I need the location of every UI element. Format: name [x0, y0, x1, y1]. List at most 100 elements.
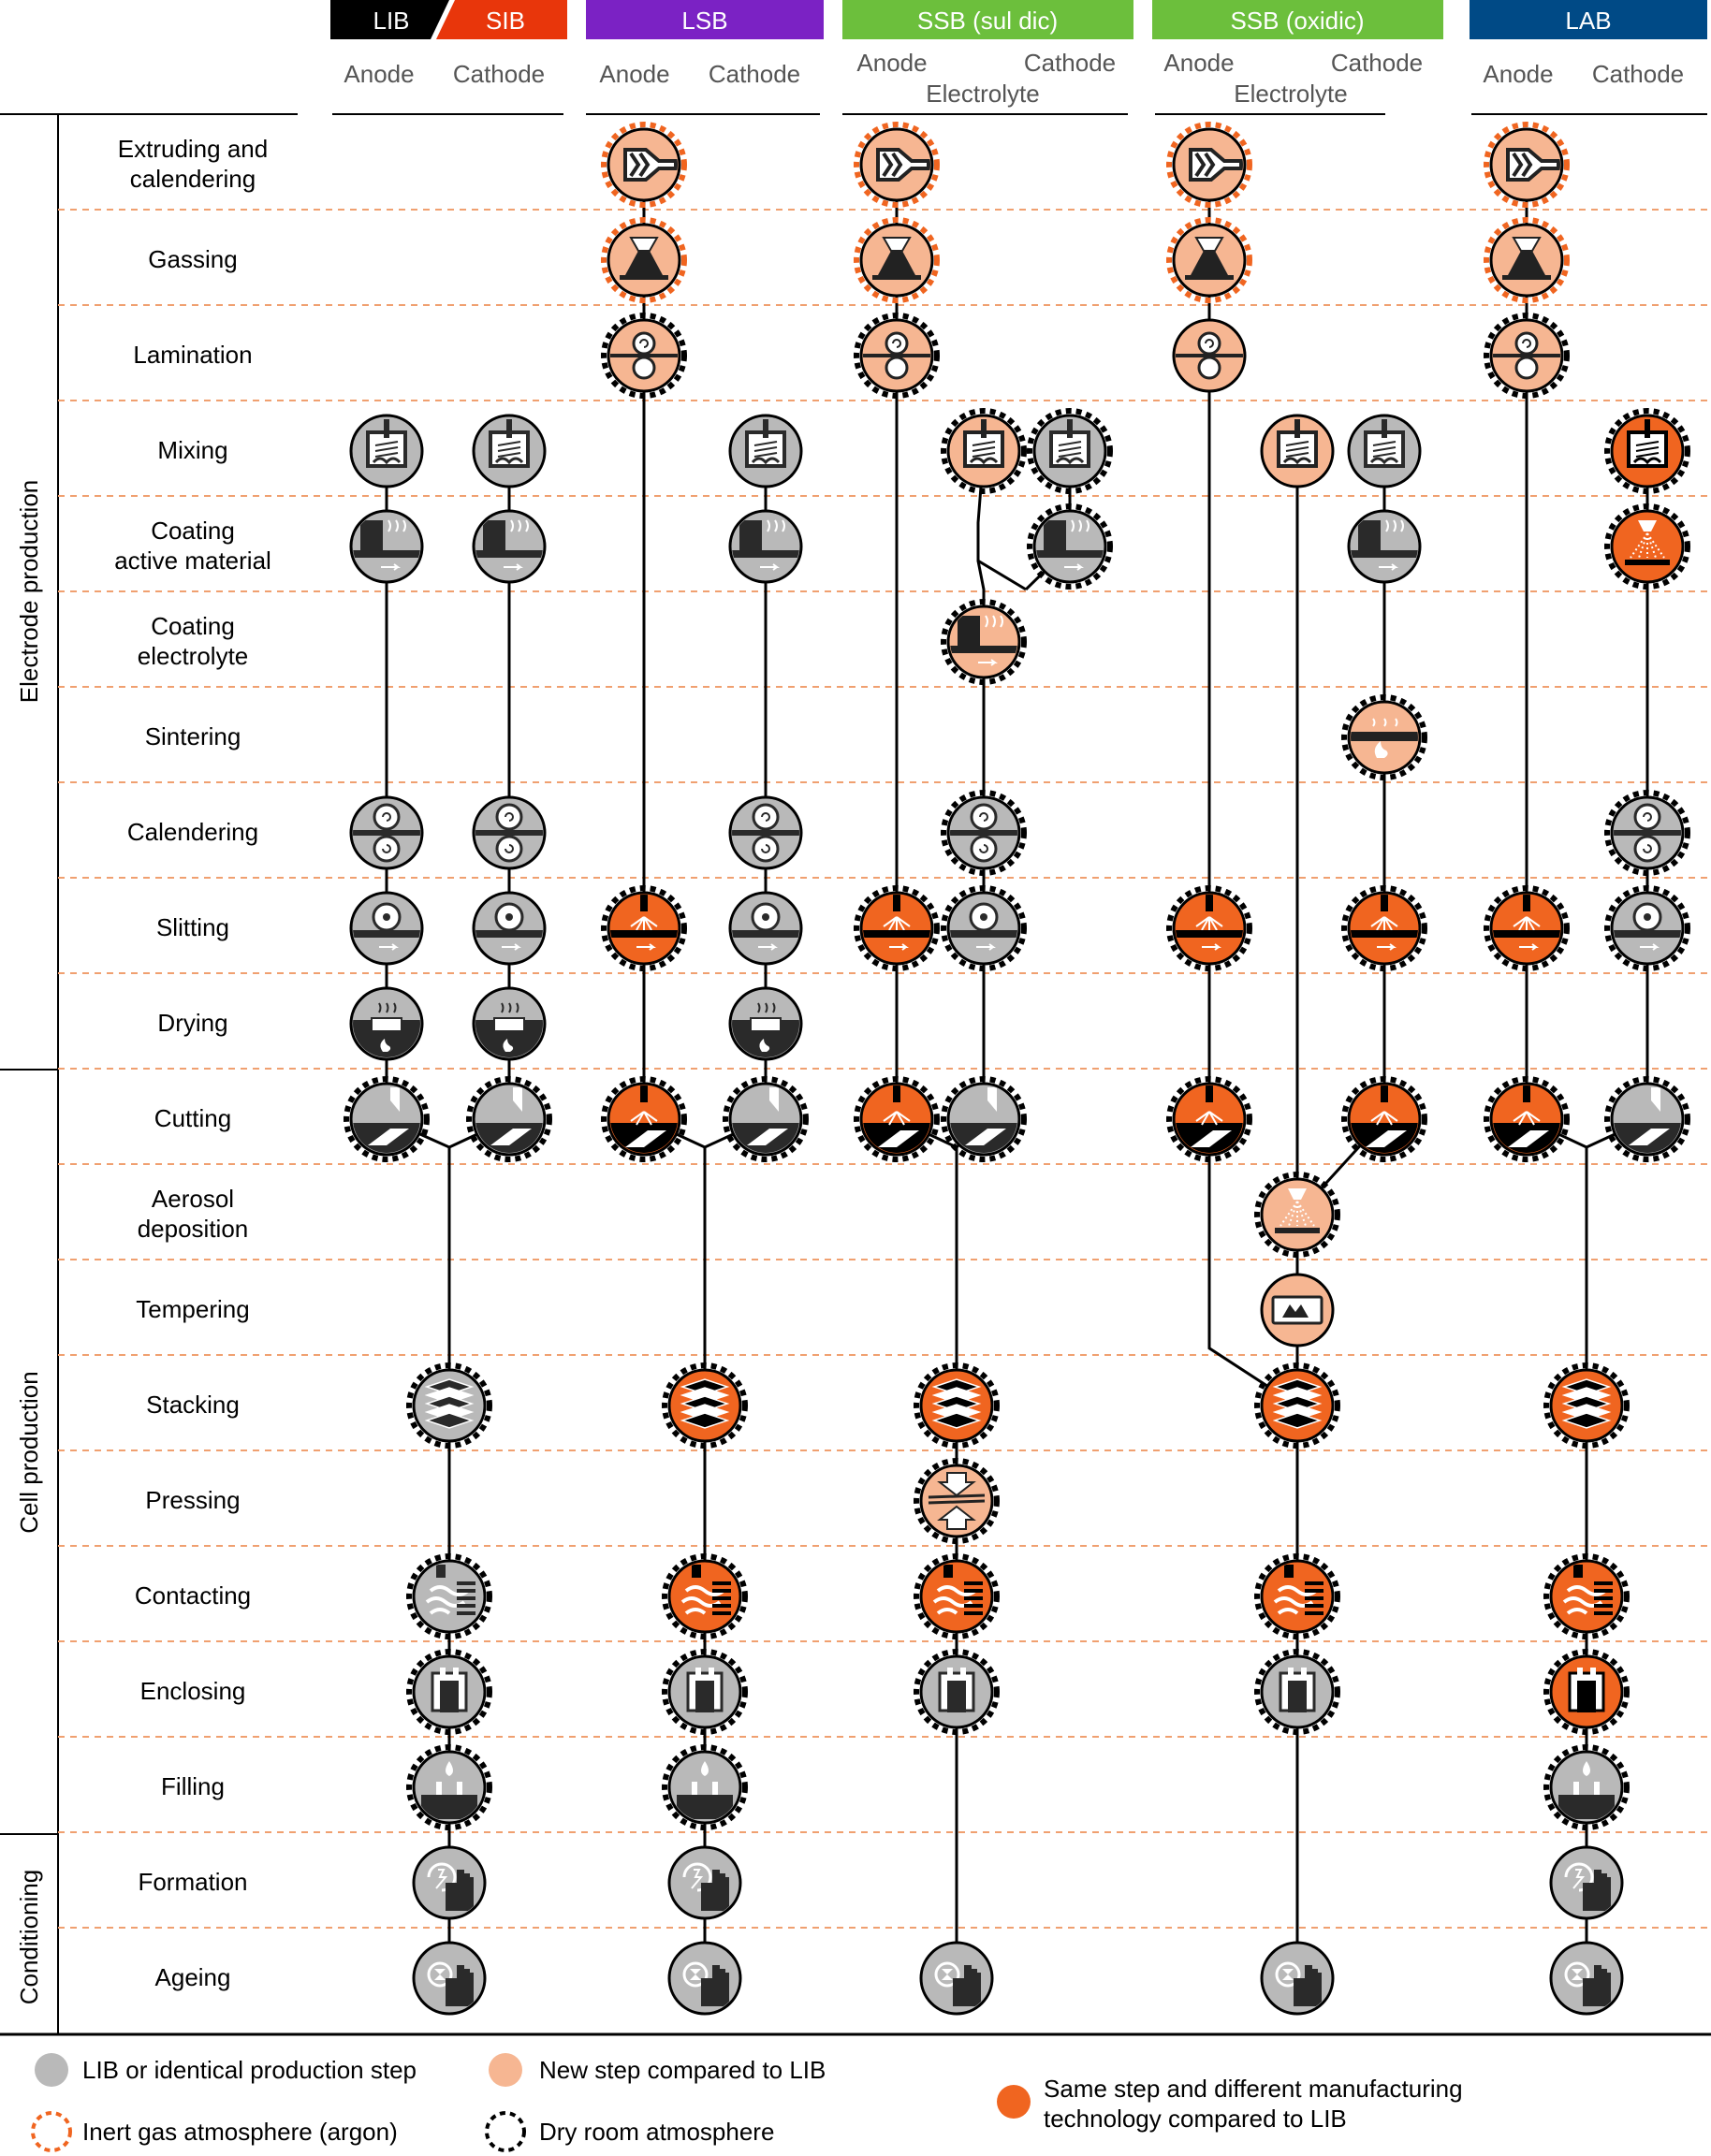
dry-room-ring [1604, 790, 1690, 876]
process-node [728, 414, 803, 488]
process-node [412, 1941, 487, 2016]
dry-room-ring [1604, 503, 1690, 590]
dry-room-ring [406, 1744, 492, 1830]
inert-gas-ring [854, 122, 940, 208]
legend-new-step-swatch [489, 2053, 522, 2087]
process-node [1166, 885, 1252, 971]
step-label: Calendering [127, 818, 258, 846]
header-lsb-bar [586, 0, 824, 39]
process-node [854, 217, 940, 303]
coating-icon [1036, 519, 1104, 571]
coating-icon [732, 519, 799, 571]
process-node [472, 509, 547, 584]
weld-icon [1562, 1565, 1613, 1615]
process-node [601, 885, 687, 971]
subheader-lab-cathode: Cathode [1592, 60, 1684, 88]
dry-room-ring [914, 1362, 1000, 1449]
cutter-icon [950, 1087, 1017, 1153]
lamination-icon [610, 331, 678, 380]
slitter-icon [353, 902, 420, 951]
weld-icon [932, 1565, 983, 1615]
dry-room-ring [854, 885, 940, 971]
process-node [1254, 1553, 1340, 1639]
process-node [406, 1744, 492, 1830]
dry-room-ring [1604, 1076, 1690, 1162]
dry-room-ring [406, 1553, 492, 1639]
inert-gas-ring [1166, 122, 1252, 208]
process-node [466, 1076, 552, 1162]
header-ssbs-bar [842, 0, 1133, 39]
sintering-icon [1351, 718, 1418, 758]
process-node [662, 1362, 748, 1449]
dry-room-ring [1341, 885, 1427, 971]
process-node [472, 795, 547, 870]
process-node [941, 599, 1027, 685]
process-node [406, 1649, 492, 1735]
process-node [662, 1553, 748, 1639]
slitter-icon [475, 902, 543, 951]
step-label: Gassing [148, 245, 237, 273]
enclose-icon [431, 1668, 468, 1712]
legend: LIB or identical production step New ste… [31, 2053, 1470, 2152]
calender-icon [732, 803, 799, 863]
group-conditioning: Conditioning [15, 1870, 43, 2005]
step-label: Ageing [155, 1963, 231, 1991]
group-labels: Electrode production Cell production Con… [15, 480, 43, 2005]
step-label: Stacking [146, 1391, 240, 1419]
dry-room-ring [941, 599, 1027, 685]
process-node [728, 986, 803, 1061]
process-node [1341, 1076, 1427, 1162]
step-label: Sintering [145, 722, 241, 750]
legend-different-tech-label: Same step and different manufacturing te… [1044, 2075, 1470, 2133]
mixer-icon [1049, 419, 1090, 468]
process-node [728, 891, 803, 966]
extruder-icon [623, 148, 678, 182]
process-node [914, 1553, 1000, 1639]
legend-inert-gas-label: Inert gas atmosphere (argon) [82, 2118, 398, 2146]
mixer-icon [1277, 419, 1318, 468]
process-node [349, 414, 424, 488]
laser-cut-icon [863, 1085, 930, 1153]
process-node [854, 313, 940, 399]
process-node [1166, 1076, 1252, 1162]
process-node [728, 509, 803, 584]
dry-room-ring [1166, 885, 1252, 971]
process-node [472, 891, 547, 966]
subheader-ssbs-electrolyte: Electrolyte [926, 80, 1039, 108]
gassing-icon [1502, 237, 1551, 280]
coating-icon [353, 519, 420, 571]
ageing-icon [934, 1961, 981, 2006]
lamination-icon [1176, 331, 1243, 380]
header-lab-bar [1470, 0, 1707, 39]
dry-room-ring [941, 1076, 1027, 1162]
dry-room-ring [662, 1649, 748, 1735]
subheader-ssbo-cathode: Cathode [1331, 49, 1423, 77]
process-node [412, 1845, 487, 1920]
dry-room-ring [1254, 1649, 1340, 1735]
gassing-icon [620, 237, 668, 280]
process-node [914, 1458, 1000, 1544]
dry-room-ring [601, 313, 687, 399]
process-node [941, 408, 1027, 494]
dry-room-ring [1027, 408, 1113, 494]
process-node [1260, 414, 1335, 488]
subheader-lib-cathode: Cathode [453, 60, 545, 88]
press-icon [928, 1472, 986, 1530]
header-lsb-label: LSB [681, 7, 727, 35]
formation-icon [1564, 1862, 1611, 1911]
dry-room-ring [854, 1076, 940, 1162]
ageing-icon [682, 1961, 729, 2006]
process-node [941, 1076, 1027, 1162]
weld-icon [425, 1565, 475, 1615]
process-node [472, 986, 547, 1061]
process-node [1254, 1649, 1340, 1735]
header-ssbo-bar [1152, 0, 1443, 39]
enclose-icon [1568, 1668, 1605, 1712]
process-node [914, 1649, 1000, 1735]
stack-icon [931, 1378, 982, 1429]
process-node [854, 1076, 940, 1162]
gassing-icon [872, 237, 921, 280]
dry-room-ring [1484, 1076, 1570, 1162]
